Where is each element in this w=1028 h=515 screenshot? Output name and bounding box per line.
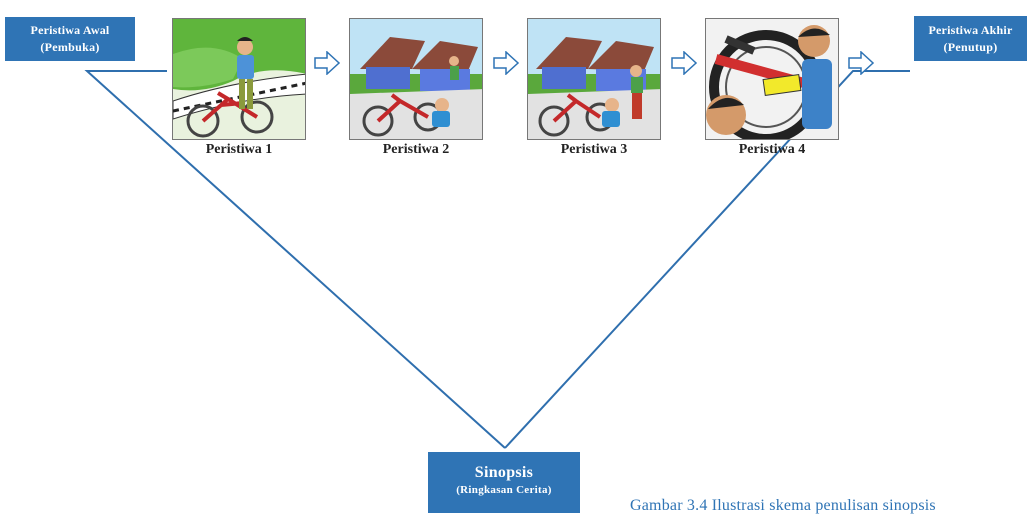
event-2-illustration — [349, 18, 483, 140]
end-event-subtitle: (Penutup) — [943, 39, 998, 54]
synopsis-box: Sinopsis (Ringkasan Cerita) — [428, 452, 580, 513]
figure-caption: Gambar 3.4 Ilustrasi skema penulisan sin… — [630, 497, 936, 514]
right-arrow-icon — [314, 51, 340, 75]
event-1-illustration — [172, 18, 306, 140]
end-event-title: Peristiwa Akhir — [928, 22, 1013, 37]
event-1-label: Peristiwa 1 — [205, 142, 273, 157]
right-arrow-icon — [671, 51, 697, 75]
right-connector — [504, 70, 910, 449]
right-arrow-icon — [848, 51, 874, 75]
start-event-box: Peristiwa Awal (Pembuka) — [5, 17, 135, 61]
event-2-label: Peristiwa 2 — [382, 142, 450, 157]
event-3-illustration — [527, 18, 661, 140]
synopsis-title: Sinopsis — [474, 464, 534, 481]
left-connector — [84, 70, 506, 449]
synopsis-subtitle: (Ringkasan Cerita) — [456, 484, 552, 496]
right-arrow-icon — [493, 51, 519, 75]
event-4-label: Peristiwa 4 — [738, 142, 806, 157]
event-3-label: Peristiwa 3 — [560, 142, 628, 157]
start-event-subtitle: (Pembuka) — [40, 40, 100, 54]
start-event-title: Peristiwa Awal — [30, 23, 110, 37]
end-event-box: Peristiwa Akhir (Penutup) — [914, 16, 1027, 61]
event-4-illustration — [705, 18, 839, 140]
